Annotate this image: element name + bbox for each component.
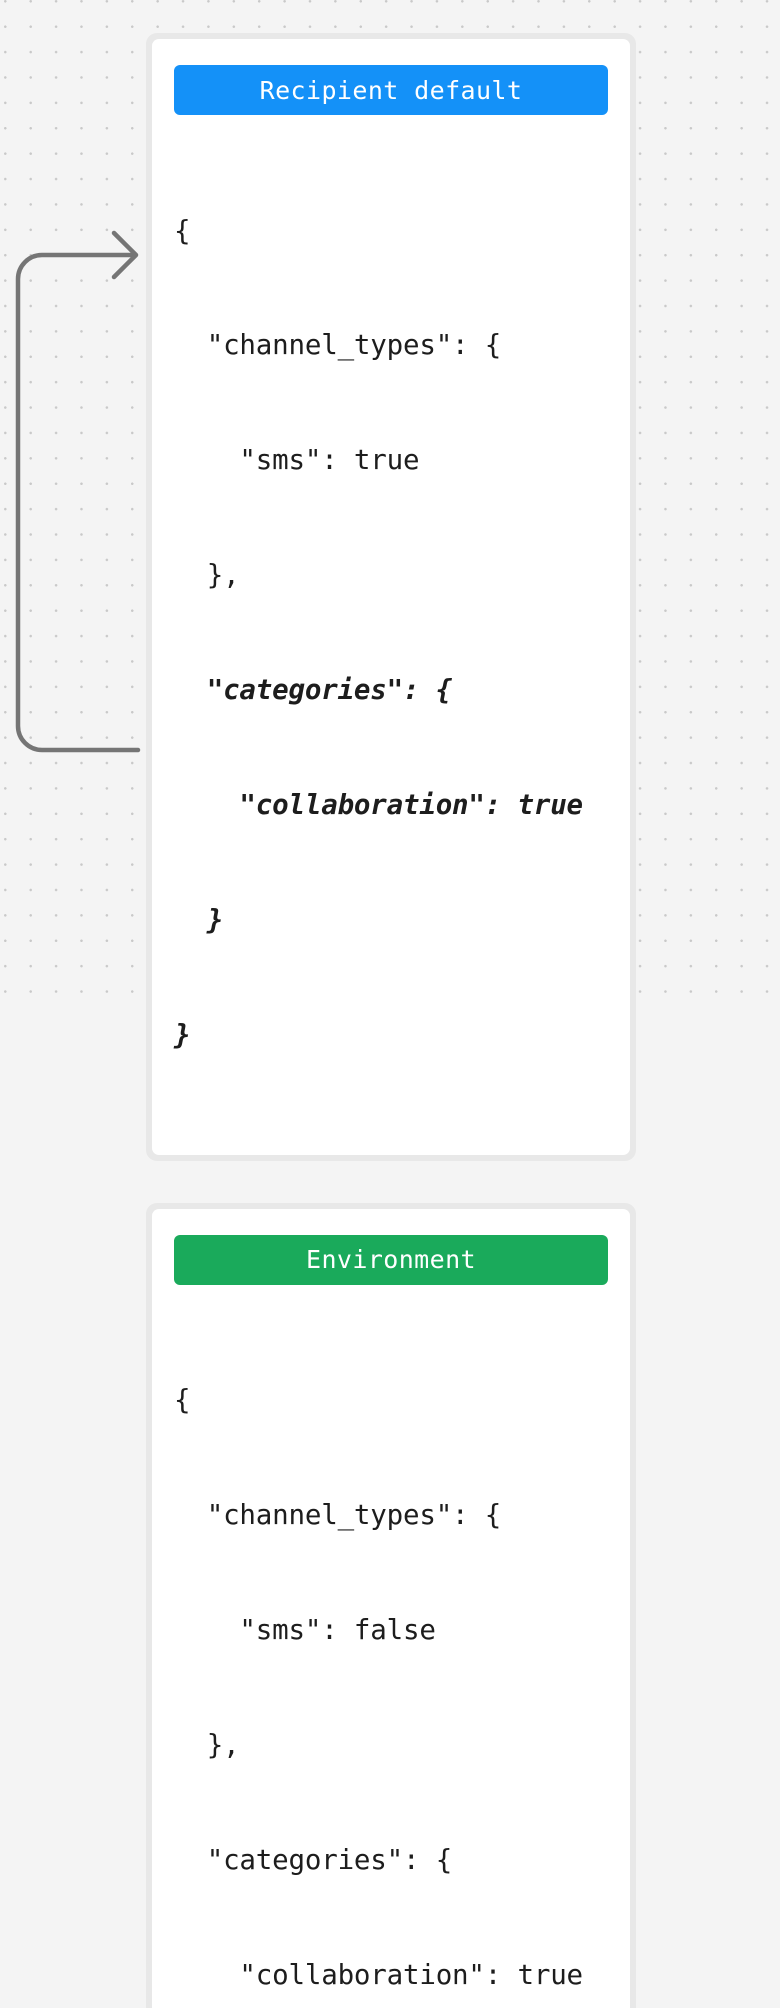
code-line: "sms": false	[174, 1614, 436, 1647]
code-line-highlighted: }	[174, 1018, 191, 1051]
card-inner: Recipient default { "channel_types": { "…	[152, 39, 630, 1155]
code-line: "categories": {	[174, 1843, 453, 1876]
code-line: {	[174, 1384, 191, 1417]
card-recipient-default[interactable]: Recipient default { "channel_types": { "…	[146, 33, 636, 1161]
code-line: "sms": true	[174, 444, 420, 477]
code-line: "channel_types": {	[174, 329, 502, 362]
card-stack: Recipient default { "channel_types": { "…	[146, 33, 636, 2008]
code-line-highlighted: "categories": {	[174, 674, 453, 707]
code-line: {	[174, 214, 191, 247]
card-header-recipient-default: Recipient default	[174, 65, 608, 115]
card-environment[interactable]: Environment { "channel_types": { "sms": …	[146, 1202, 636, 2008]
card-header-label: Environment	[306, 1245, 476, 1275]
code-line: "channel_types": {	[174, 1499, 502, 1532]
code-line: },	[174, 1728, 240, 1761]
card-header-environment: Environment	[174, 1234, 608, 1285]
card-header-label: Recipient default	[259, 75, 523, 105]
code-block-environment: { "channel_types": { "sms": false }, "ca…	[174, 1305, 608, 2008]
code-line-highlighted: "collaboration": true	[174, 789, 583, 822]
card-inner: Environment { "channel_types": { "sms": …	[152, 1208, 630, 2008]
code-block-recipient-default: { "channel_types": { "sms": true }, "cat…	[174, 135, 608, 1133]
code-line-highlighted: }	[174, 903, 224, 936]
code-line: },	[174, 559, 240, 592]
code-line: "collaboration": true	[174, 1958, 583, 1991]
